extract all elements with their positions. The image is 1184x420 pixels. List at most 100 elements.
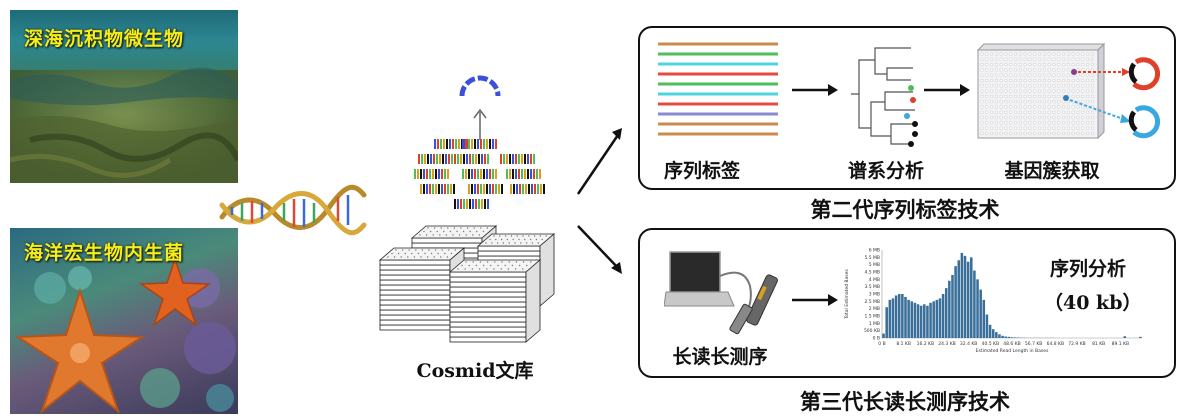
y-tick-label: 3.5 MB xyxy=(864,284,880,290)
dna-fragment xyxy=(418,154,453,164)
tree-node-red xyxy=(910,97,916,103)
sequence-tags-icon xyxy=(658,42,778,136)
tree-node-black-2 xyxy=(912,131,918,137)
x-axis-label: Estimated Read Length in Bases xyxy=(976,348,1049,354)
y-tick-label: 3 MB xyxy=(869,292,880,298)
histogram-bar xyxy=(919,305,923,338)
histogram-bar xyxy=(923,304,926,338)
deep-sea-photo: 深海沉积物微生物 xyxy=(10,10,238,183)
y-tick-label: 2 MB xyxy=(869,306,880,312)
long-read-title: 第三代长读长测序技术 xyxy=(800,390,1010,414)
branch-arrows xyxy=(576,128,622,274)
arrow-right-icon xyxy=(792,84,838,96)
histogram-bar xyxy=(966,261,970,338)
histogram-bar xyxy=(901,294,904,338)
dna-fragment xyxy=(414,169,449,179)
y-tick-label: 1.5 MB xyxy=(864,314,880,320)
dna-helix-icon xyxy=(219,184,367,236)
step-long-read-sequencing: 长读长测序 xyxy=(672,346,768,368)
histogram-bar xyxy=(926,305,929,338)
plasmid-icon xyxy=(459,75,501,140)
hit-well-red xyxy=(1071,69,1077,75)
y-axis-label: Total Estimated Bases xyxy=(844,269,850,320)
deep-sea-label: 深海沉积物微生物 xyxy=(24,28,185,50)
x-tick-label: 8.1 KB xyxy=(896,341,911,347)
histogram-bar xyxy=(944,288,948,338)
histogram-bar xyxy=(910,301,914,338)
histogram-bar xyxy=(991,329,995,338)
histogram-bar xyxy=(1123,336,1127,338)
y-tick-label: 2.5 MB xyxy=(864,299,880,305)
x-tick-label: 56.7 KB xyxy=(1025,341,1043,347)
ngs-title: 第二代序列标签技术 xyxy=(810,198,1000,222)
x-tick-label: 81 KB xyxy=(1092,341,1105,347)
histogram-bar xyxy=(882,333,885,338)
tree-node-blue xyxy=(904,113,910,119)
histogram-bar xyxy=(1013,337,1017,338)
y-tick-label: 4 MB xyxy=(869,277,880,283)
starfish-scene xyxy=(14,256,236,414)
histogram-bar xyxy=(938,298,942,338)
histogram-bar xyxy=(916,304,920,338)
x-tick-label: 89.1 KB xyxy=(1112,341,1130,347)
histogram-bar xyxy=(897,294,901,338)
starfish-icon xyxy=(14,287,146,414)
histogram-bar xyxy=(894,295,898,338)
cluster-ring-blue-icon xyxy=(1132,105,1161,139)
histogram-bar xyxy=(982,299,986,338)
histogram-bar xyxy=(973,270,976,338)
x-tick-label: 40.5 KB xyxy=(982,341,1000,347)
arrow-right-icon-2 xyxy=(924,84,970,96)
histogram-bar xyxy=(957,260,961,338)
histogram-bar xyxy=(948,280,951,338)
tree-node-black xyxy=(912,121,918,127)
histogram-bar xyxy=(1010,337,1014,338)
cosmid-library-label: Cosmid文库 xyxy=(416,360,534,382)
histogram-bar xyxy=(998,334,1001,338)
dna-fragment xyxy=(454,199,489,209)
arrow-up-icon xyxy=(576,131,622,195)
histogram-bar xyxy=(985,314,989,338)
marine-macro-photo: 海洋宏生物内生菌 xyxy=(10,228,238,414)
ngs-panel: 序列标签 谱系分析 基因簇获取 xyxy=(638,26,1176,190)
histogram-bar xyxy=(929,302,932,338)
hit-well-blue xyxy=(1063,95,1069,101)
x-tick-label: 24.3 KB xyxy=(938,341,956,347)
cluster-ring-red-icon xyxy=(1132,57,1161,91)
histogram-bar xyxy=(913,302,917,338)
y-tick-label: 1 MB xyxy=(869,321,880,327)
well-plate-icon xyxy=(976,42,1161,140)
dna-fragment xyxy=(462,169,497,179)
dna-fragment xyxy=(454,154,489,164)
arrow-down-icon xyxy=(577,225,621,271)
x-tick-label: 64.8 KB xyxy=(1047,341,1065,347)
x-tick-label: 0 B xyxy=(878,341,885,347)
step-cluster-retrieval: 基因簇获取 xyxy=(1004,160,1100,182)
dna-fragment xyxy=(506,169,541,179)
histogram-bar xyxy=(1139,336,1142,338)
histogram-bar xyxy=(941,294,945,338)
histogram-bar xyxy=(988,324,992,338)
seafloor-texture xyxy=(10,67,238,183)
x-tick-label: 48.6 KB xyxy=(1003,341,1021,347)
y-tick-label: 0 B xyxy=(873,336,880,342)
histogram-bar xyxy=(1004,336,1008,338)
x-tick-label: 72.9 KB xyxy=(1068,341,1086,347)
histogram-bar xyxy=(979,289,982,338)
y-tick-label: 4.5 MB xyxy=(864,270,880,276)
dna-fragments xyxy=(414,139,545,209)
step-phylogeny: 谱系分析 xyxy=(847,160,925,182)
marine-macro-label: 海洋宏生物内生菌 xyxy=(24,242,185,264)
arrow-down-head xyxy=(611,262,622,274)
histogram-bar xyxy=(932,301,935,338)
histogram-bar xyxy=(976,279,979,338)
y-tick-label: 6 MB xyxy=(869,248,880,254)
x-tick-label: 32.4 KB xyxy=(960,341,978,347)
phylogenetic-tree-icon xyxy=(851,47,918,147)
histogram-bar xyxy=(951,274,954,338)
plate-stack xyxy=(378,247,466,331)
histogram-bar xyxy=(1001,335,1004,338)
tree-node-green xyxy=(908,85,914,91)
small-starfish-icon xyxy=(138,256,212,328)
